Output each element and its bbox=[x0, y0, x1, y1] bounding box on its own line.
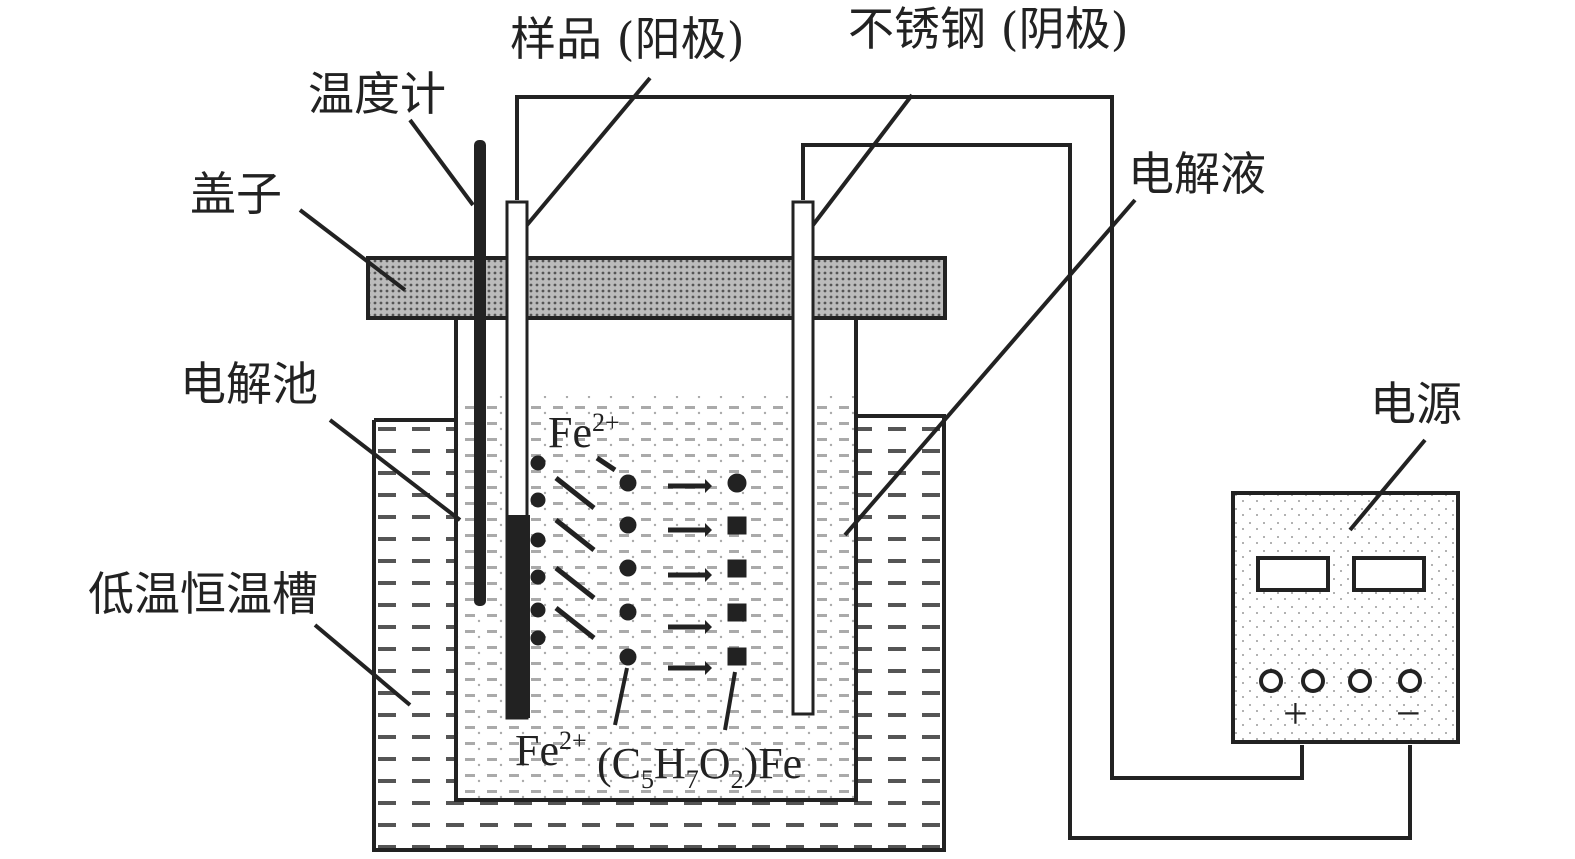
thermometer bbox=[474, 140, 486, 606]
label-sample-anode: 样品 (阳极) bbox=[510, 12, 745, 66]
sample-anode bbox=[505, 200, 530, 720]
terminal-knob[interactable] bbox=[1398, 669, 1422, 693]
label-iron-complex: (C5H7O2)Fe bbox=[597, 739, 802, 794]
label-electrolyte: 电解液 bbox=[1128, 147, 1266, 201]
label-power-supply: 电源 bbox=[1370, 377, 1462, 431]
label-fe-ion-bottom: Fe2+ bbox=[515, 726, 587, 775]
label-lid: 盖子 bbox=[190, 167, 282, 221]
label-stainless-cathode: 不锈钢 (阴极) bbox=[848, 2, 1129, 56]
cathode-wire bbox=[801, 143, 1412, 840]
lid bbox=[366, 256, 947, 320]
plus-sign: + bbox=[1283, 689, 1308, 738]
ion-migration bbox=[530, 455, 747, 731]
display-left bbox=[1256, 556, 1330, 592]
stainless-cathode bbox=[791, 200, 815, 716]
anode-wire bbox=[515, 95, 1304, 780]
label-electrolytic-cell: 电解池 bbox=[180, 357, 318, 411]
terminal-knob[interactable] bbox=[1259, 669, 1283, 693]
terminal-knob[interactable] bbox=[1348, 669, 1372, 693]
terminal-knob[interactable] bbox=[1301, 669, 1325, 693]
label-thermometer: 温度计 bbox=[308, 67, 446, 121]
label-low-temp-bath: 低温恒温槽 bbox=[88, 567, 318, 621]
label-fe-ion-top: Fe2+ bbox=[548, 408, 620, 457]
leader-lines bbox=[298, 76, 1427, 707]
power-supply: + − bbox=[1231, 491, 1460, 744]
display-right bbox=[1352, 556, 1426, 592]
minus-sign: − bbox=[1396, 689, 1421, 738]
